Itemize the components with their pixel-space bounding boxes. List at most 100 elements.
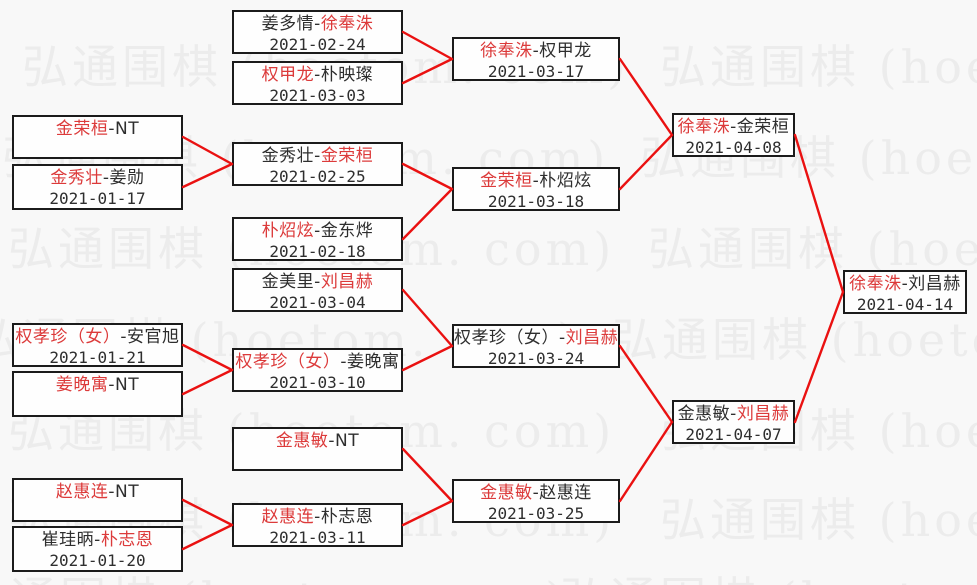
winner-name: 赵惠连	[55, 482, 109, 502]
match-players: 朴炤炫-金东烨	[234, 221, 401, 242]
match-date: 2021-03-04	[269, 293, 366, 312]
match-date: 2021-03-03	[269, 86, 366, 105]
match-players: 赵惠连-NT	[14, 482, 181, 503]
player-name: -姜勋	[102, 168, 145, 188]
player-name: -朴志恩	[314, 507, 374, 527]
winner-name: 权孝珍（女）	[235, 352, 341, 372]
match-players: 金惠敏-刘昌赫	[674, 404, 793, 425]
player-name: -姜晚寓	[340, 352, 400, 372]
watermark-text: 弘通围棋 (hoetom. com)	[0, 572, 567, 585]
match-players: 金荣桓-NT	[14, 119, 181, 140]
match-box-12: 姜晚寓-NT	[12, 371, 183, 417]
winner-name: 金荣桓	[55, 119, 109, 139]
player-name: -NT	[108, 482, 140, 502]
match-date: 2021-01-21	[49, 348, 146, 367]
match-date: 2021-01-20	[49, 551, 146, 570]
winner-name: 赵惠连	[261, 507, 315, 527]
player-name: -NT	[108, 119, 140, 139]
match-players: 权孝珍（女）-刘昌赫	[454, 328, 618, 349]
player-name: 金美里-	[261, 272, 321, 292]
player-name: -NT	[108, 375, 140, 395]
watermark-text: 弘通围棋 (hoetom. com)	[560, 572, 977, 585]
match-date: 2021-02-24	[269, 35, 366, 54]
winner-name: 刘昌赫	[565, 328, 619, 348]
match-date: 2021-03-18	[487, 192, 585, 211]
match-players: 金秀壮-姜勋	[14, 168, 181, 189]
watermark-text: 弘通围棋 (hoetom. com)	[660, 493, 977, 547]
match-date: 2021-03-17	[487, 62, 585, 81]
match-box-16: 金惠敏-NT	[232, 427, 403, 471]
winner-name: 权孝珍（女）	[15, 327, 121, 347]
player-name: -朴炤炫	[532, 171, 592, 191]
match-date: 2021-04-14	[856, 295, 954, 314]
winner-name: 权甲龙	[261, 65, 315, 85]
winner-name: 金惠敏	[480, 483, 533, 503]
player-name: -NT	[328, 431, 360, 451]
player-name: -金荣桓	[730, 117, 790, 137]
match-date: 2021-01-17	[49, 189, 146, 208]
match-players: 徐奉洙-权甲龙	[454, 41, 618, 62]
match-box-17: 赵惠连-NT	[12, 478, 183, 522]
match-players: 金惠敏-NT	[234, 431, 401, 452]
winner-name: 姜晚寓	[55, 375, 109, 395]
winner-name: 金秀壮	[50, 168, 103, 188]
match-players: 金荣桓-朴炤炫	[454, 171, 618, 192]
match-players: 徐奉洙-刘昌赫	[845, 274, 965, 295]
match-date: 2021-03-25	[487, 504, 585, 523]
watermark-text: 弘通围棋 (hoetom. com)	[660, 40, 977, 94]
winner-name: 朴炤炫	[261, 221, 315, 241]
winner-name: 刘昌赫	[736, 404, 790, 424]
match-players: 徐奉洙-金荣桓	[674, 117, 793, 138]
match-players: 金惠敏-赵惠连	[454, 483, 618, 504]
match-players: 姜晚寓-NT	[14, 375, 181, 396]
match-date: 2021-03-11	[269, 528, 366, 547]
match-box-4: 金荣桓-NT	[12, 115, 183, 159]
player-name: 姜多情-	[261, 14, 321, 34]
player-name: -安官旭	[120, 327, 180, 347]
match-players: 权甲龙-朴映璨	[234, 65, 401, 86]
player-name: 金惠敏-	[677, 404, 737, 424]
match-players: 金秀壮-金荣桓	[234, 146, 401, 167]
player-name: -金东烨	[314, 221, 374, 241]
match-date: 2021-02-18	[269, 242, 366, 261]
match-players: 金美里-刘昌赫	[234, 272, 401, 293]
match-players: 赵惠连-朴志恩	[234, 507, 401, 528]
player-name: 权孝珍（女）-	[454, 328, 566, 348]
player-name: 金秀壮-	[261, 146, 321, 166]
winner-name: 金荣桓	[320, 146, 374, 166]
winner-name: 徐奉洙	[677, 117, 731, 137]
match-players: 姜多情-徐奉洙	[234, 14, 401, 35]
winner-name: 徐奉洙	[480, 41, 533, 61]
player-name: -权甲龙	[532, 41, 592, 61]
match-date: 2021-02-25	[269, 167, 366, 186]
match-date: 2021-03-10	[269, 373, 366, 392]
winner-name: 徐奉洙	[849, 274, 902, 294]
player-name: -刘昌赫	[901, 274, 961, 294]
match-players: 权孝珍（女）-安官旭	[14, 327, 181, 348]
match-date: 2021-04-08	[685, 138, 782, 157]
match-players: 权孝珍（女）-姜晚寓	[234, 352, 401, 373]
player-name: -赵惠连	[532, 483, 592, 503]
winner-name: 金惠敏	[275, 431, 329, 451]
winner-name: 朴志恩	[100, 530, 154, 550]
player-name: 崔珪昞-	[41, 530, 101, 550]
match-players: 崔珪昞-朴志恩	[14, 530, 181, 551]
